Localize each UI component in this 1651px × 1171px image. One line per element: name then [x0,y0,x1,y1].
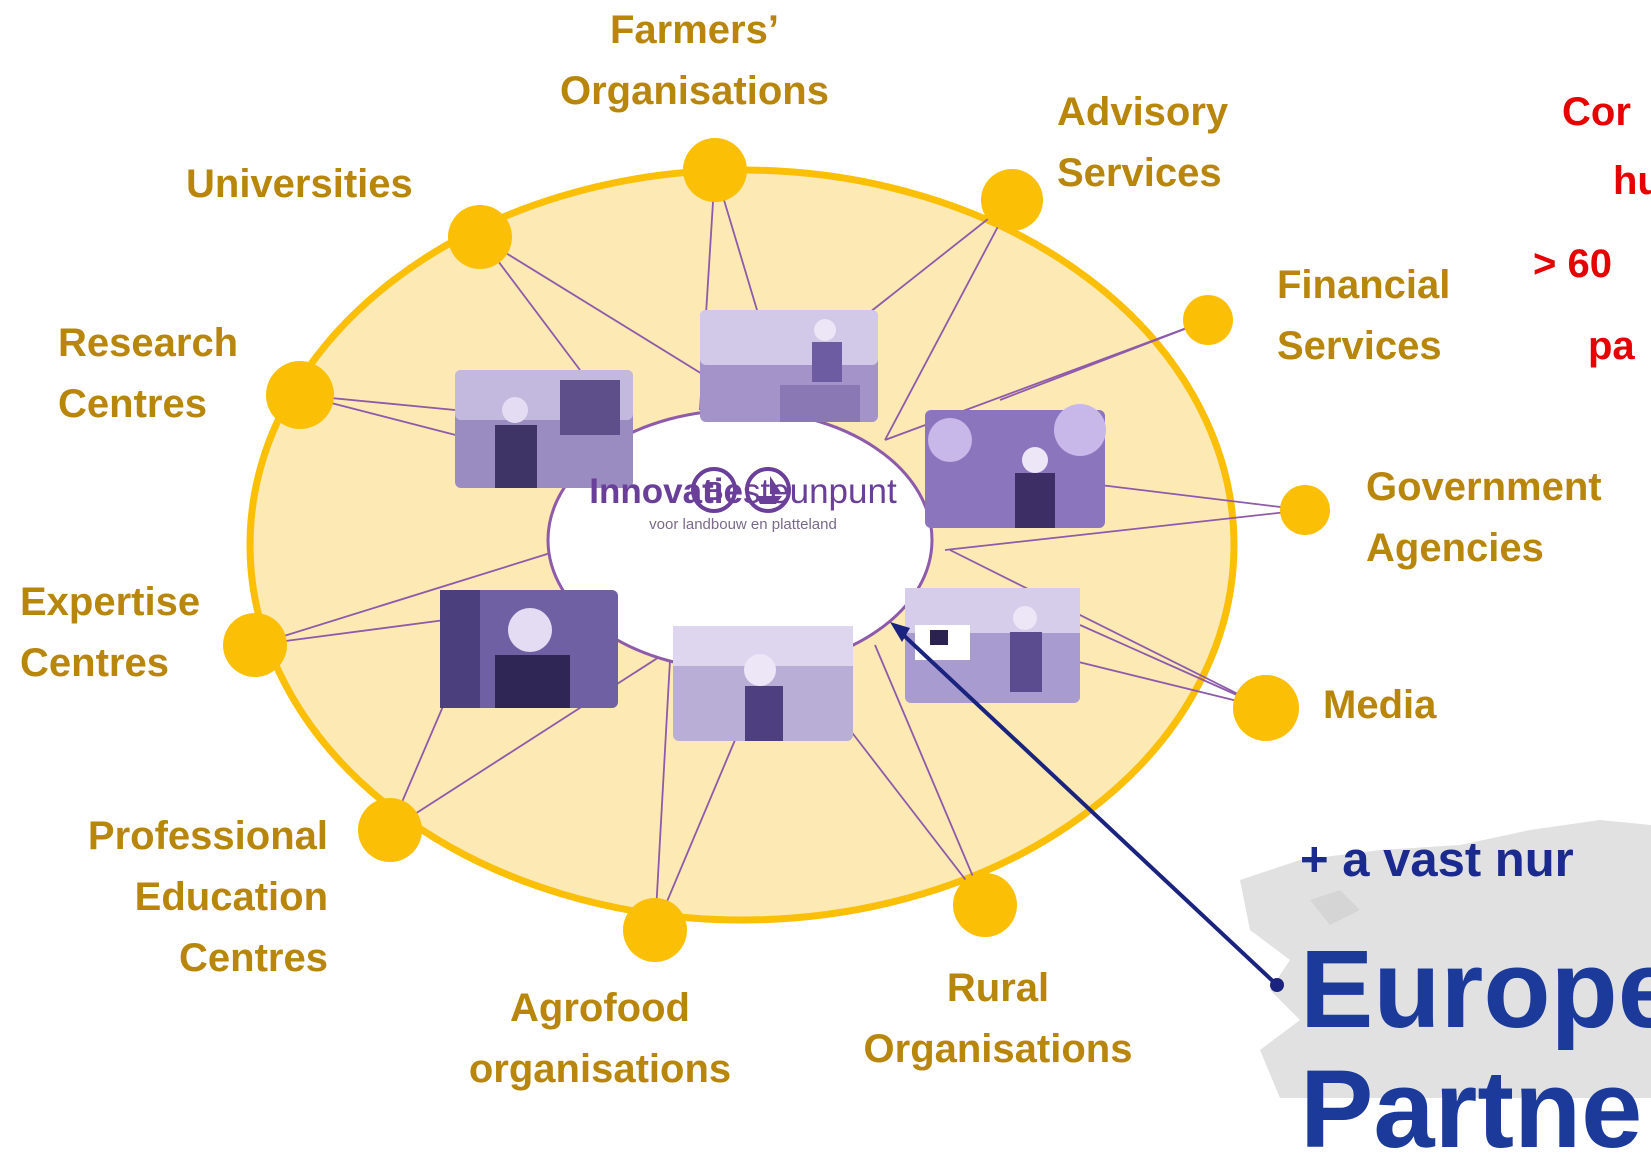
svg-text:B: B [705,476,724,506]
boat-logo-icon [745,467,791,513]
network-nodes [223,138,1330,962]
photo-farmer-sitting [700,310,878,422]
vast-number-text: + a vast nur [1300,833,1574,887]
photo-farmer-field [455,370,633,488]
photo-woman-field [673,626,853,741]
side-text-line4: pa [1588,324,1635,368]
link-arrow [890,622,1284,992]
side-text-line2: hu [1613,159,1651,203]
photo-man-tractor [440,590,618,708]
photo-woman-blossoms [925,404,1106,528]
network-diagram: B [223,138,1651,1098]
hub-name: Innovatiesteunpunt [589,472,897,511]
side-text-line1: Cor [1562,90,1631,134]
b-logo-icon: B [691,467,737,513]
hub-logo: Innovatiesteunpunt voor landbouw en plat… [548,472,938,533]
connection-lines [254,169,1306,931]
photo-man-cows [905,588,1080,703]
hub-tagline: voor landbouw en platteland [649,516,837,533]
label-farmers-organisations: Farmers’Organisations [560,8,829,113]
label-media: Media [1323,683,1437,727]
label-universities: Universities [186,162,413,206]
side-text-line3: > 60 [1533,242,1612,286]
europe-map-background [1240,820,1651,1098]
